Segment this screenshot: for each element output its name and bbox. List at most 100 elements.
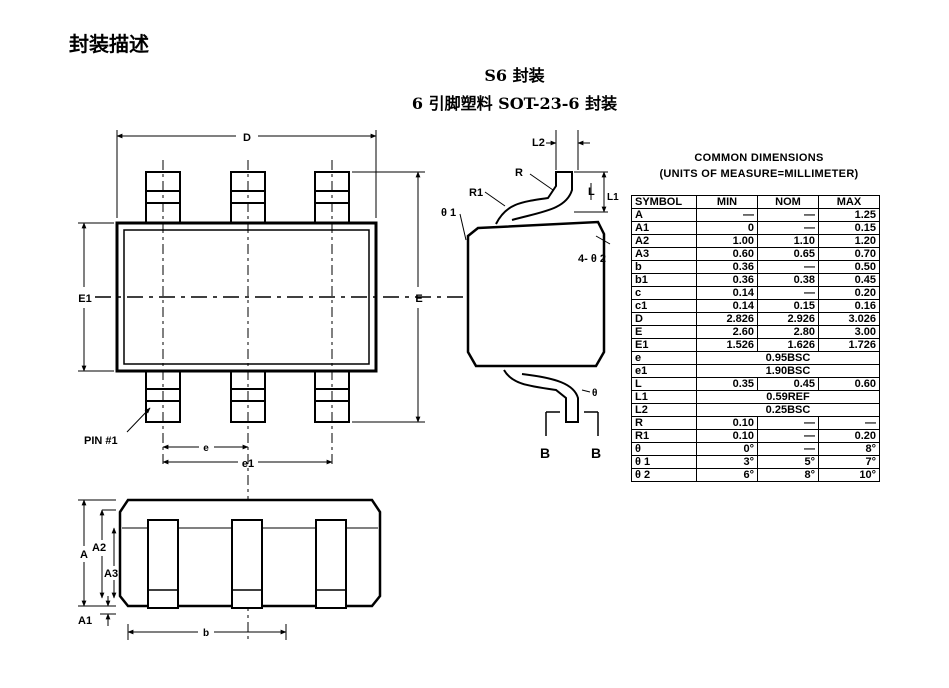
cell-symbol: b	[631, 260, 697, 274]
cell-min: 2.60	[696, 325, 758, 339]
top-view	[78, 130, 600, 640]
label-theta2: 4- θ 2	[578, 253, 606, 265]
side-view-right	[459, 130, 611, 436]
cell-min: 0.35	[696, 377, 758, 391]
cell-nom: 0.15	[757, 299, 819, 313]
label-theta1: θ 1	[441, 207, 456, 219]
cell-max: 10°	[818, 468, 880, 482]
cell-symbol: θ	[631, 442, 697, 456]
cell-symbol: c	[631, 286, 697, 300]
cell-min: —	[696, 208, 758, 222]
section-title: 封装描述	[69, 32, 149, 56]
label-E1: E1	[78, 293, 91, 305]
label-R1: R1	[469, 187, 483, 199]
cell-max: —	[818, 416, 880, 430]
cell-symbol: R	[631, 416, 697, 430]
cell-max: 0.16	[818, 299, 880, 313]
cell-max: 0.70	[818, 247, 880, 261]
cell-symbol: L2	[631, 403, 697, 417]
cell-max: 0.20	[818, 286, 880, 300]
cell-min: 6°	[696, 468, 758, 482]
cell-nom: 1.626	[757, 338, 819, 352]
header-max: MAX	[818, 195, 880, 209]
cell-max: 0.60	[818, 377, 880, 391]
cell-nom: —	[757, 416, 819, 430]
cell-nom: 1.10	[757, 234, 819, 248]
cell-symbol: e	[631, 351, 697, 365]
cell-min: 1.00	[696, 234, 758, 248]
label-pin1: PIN #1	[84, 435, 118, 447]
cell-min: 0.60	[696, 247, 758, 261]
label-theta: θ	[592, 388, 597, 399]
cell-symbol: A3	[631, 247, 697, 261]
label-e1: e1	[242, 458, 254, 470]
cell-bsc-value: 0.95BSC	[696, 351, 880, 365]
cell-min: 1.526	[696, 338, 758, 352]
cell-max: 0.15	[818, 221, 880, 235]
cell-nom: —	[757, 286, 819, 300]
label-R: R	[515, 167, 523, 179]
label-D: D	[243, 132, 251, 144]
label-B-right: B	[591, 445, 601, 461]
label-A1: A1	[78, 615, 92, 627]
label-L2: L2	[532, 137, 545, 149]
dimensions-caption: COMMON DIMENSIONS	[694, 152, 824, 164]
cell-bsc-value: 1.90BSC	[696, 364, 880, 378]
cell-min: 0.36	[696, 260, 758, 274]
label-b: b	[203, 628, 209, 639]
cell-symbol: θ 1	[631, 455, 697, 469]
cell-max: 1.726	[818, 338, 880, 352]
label-e: e	[203, 443, 209, 454]
cell-max: 3.00	[818, 325, 880, 339]
cell-symbol: R1	[631, 429, 697, 443]
cell-max: 8°	[818, 442, 880, 456]
cell-min: 0.14	[696, 286, 758, 300]
label-B-left: B	[540, 445, 550, 461]
label-A3: A3	[104, 568, 118, 580]
cell-max: 7°	[818, 455, 880, 469]
header-min: MIN	[696, 195, 758, 209]
cell-nom: 8°	[757, 468, 819, 482]
cell-symbol: L	[631, 377, 697, 391]
cell-max: 0.50	[818, 260, 880, 274]
cell-symbol: L1	[631, 390, 697, 404]
front-view	[78, 498, 382, 640]
label-A2: A2	[92, 542, 106, 554]
cell-max: 1.20	[818, 234, 880, 248]
cell-min: 0°	[696, 442, 758, 456]
cell-min: 3°	[696, 455, 758, 469]
header-symbol: SYMBOL	[631, 195, 697, 209]
cell-nom: 2.926	[757, 312, 819, 326]
cell-nom: —	[757, 260, 819, 274]
cell-symbol: A	[631, 208, 697, 222]
package-title: S6 封装	[484, 66, 545, 85]
cell-symbol: e1	[631, 364, 697, 378]
cell-nom: 2.80	[757, 325, 819, 339]
table-row: A——1.25	[631, 208, 880, 222]
cell-max: 0.20	[818, 429, 880, 443]
cell-min: 2.826	[696, 312, 758, 326]
label-E: E	[415, 293, 422, 305]
cell-nom: 0.45	[757, 377, 819, 391]
label-L1: L1	[607, 192, 619, 203]
cell-nom: 0.38	[757, 273, 819, 287]
cell-min: 0.14	[696, 299, 758, 313]
